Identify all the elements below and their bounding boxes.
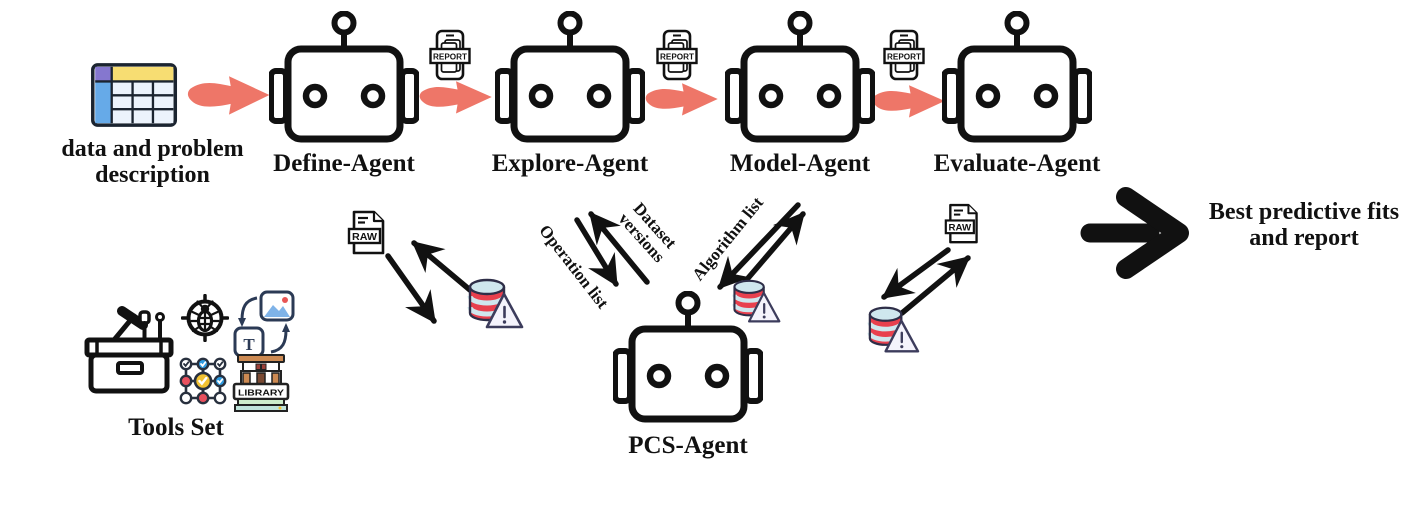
agent-label-explore: Explore-Agent <box>491 150 649 177</box>
robot-icon-explore <box>495 11 645 143</box>
library-icon: LIBRARY <box>232 354 290 412</box>
report-icon-3: REPORT <box>883 29 925 81</box>
workflow-icon <box>179 357 227 405</box>
robot-icon-pcs <box>613 291 763 423</box>
data-table-icon <box>91 63 178 127</box>
input-label: data and problem description <box>61 136 244 189</box>
agent-label-define: Define-Agent <box>273 150 415 177</box>
pcs-agent-label: PCS-Agent <box>628 432 748 459</box>
flow-arrow-3 <box>872 85 945 118</box>
agent-label-evaluate: Evaluate-Agent <box>933 150 1101 177</box>
exchange-label-dataset-versions: Dataset versions <box>614 198 681 266</box>
robot-icon-model <box>725 11 875 143</box>
flow-arrow-1 <box>419 81 492 114</box>
flow-arrow-2 <box>645 83 718 116</box>
database-warning-icon-pcs <box>732 279 781 323</box>
debug-icon <box>181 294 229 342</box>
arrow-define-down <box>385 253 437 324</box>
agent-label-model: Model-Agent <box>729 150 871 177</box>
flow-arrow-input <box>187 76 270 115</box>
output-label: Best predictive fits and report <box>1208 199 1400 252</box>
svg-text:REPORT: REPORT <box>660 53 694 62</box>
svg-text:RAW: RAW <box>949 222 972 232</box>
svg-text:T: T <box>243 335 255 354</box>
exchange-label-algorithm-list: Algorithm list <box>688 193 768 285</box>
raw-file-icon-evaluate: RAW <box>944 203 978 244</box>
robot-icon-define <box>269 11 419 143</box>
toolbox-icon <box>84 306 174 394</box>
robot-icon-evaluate <box>942 11 1092 143</box>
svg-text:LIBRARY: LIBRARY <box>238 388 284 398</box>
database-warning-icon-define <box>467 278 524 329</box>
exchange-label-operation-list: Operation list <box>535 221 613 313</box>
output-arrow-icon <box>1080 187 1189 279</box>
svg-text:RAW: RAW <box>352 232 378 243</box>
raw-file-icon-define: RAW <box>347 210 385 255</box>
arrow-define-up <box>411 240 473 293</box>
database-warning-icon-evaluate <box>867 306 920 353</box>
tools-set-label: Tools Set <box>128 414 224 441</box>
svg-text:REPORT: REPORT <box>887 53 921 62</box>
arrow-evaluate-down <box>881 247 951 300</box>
report-icon-1: REPORT <box>429 29 471 81</box>
svg-text:REPORT: REPORT <box>433 53 467 62</box>
report-icon-2: REPORT <box>656 29 698 81</box>
image-text-tool-icon: T <box>233 290 295 358</box>
